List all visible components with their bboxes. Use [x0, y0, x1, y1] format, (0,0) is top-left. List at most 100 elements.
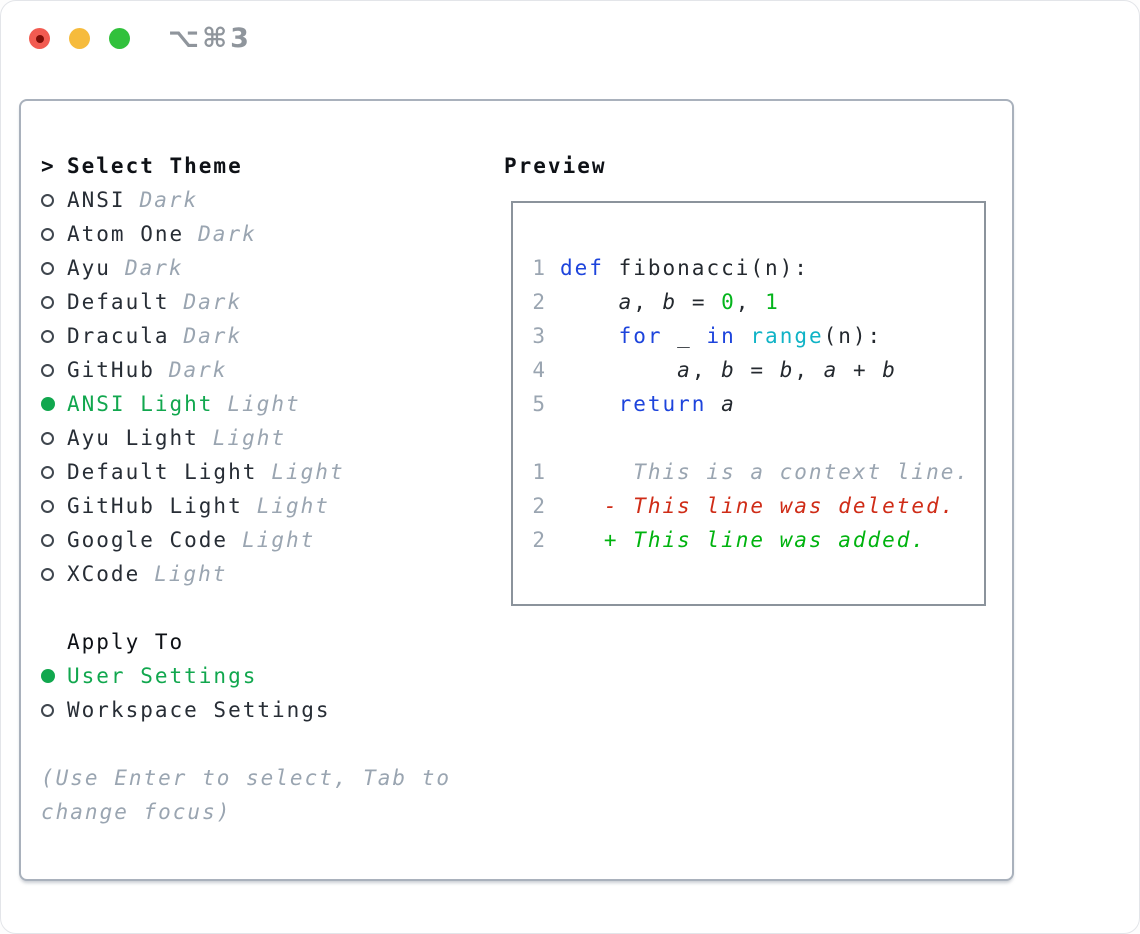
option-label: Google Code: [67, 528, 229, 552]
spacer: [41, 591, 481, 625]
theme-option[interactable]: XCode Light: [41, 557, 481, 591]
line-number: 5: [532, 392, 547, 416]
titlebar: ⌥⌘3: [1, 1, 1139, 77]
code-segment: ,: [691, 358, 722, 382]
theme-variant-tag: Light: [212, 426, 287, 450]
unsaved-dot-icon: [35, 34, 44, 43]
option-label: Workspace Settings: [67, 698, 331, 722]
help-text-line-2: change focus): [41, 800, 232, 824]
code-segment: =: [677, 290, 722, 314]
select-theme-title: Select Theme: [67, 154, 243, 178]
spacer: [41, 727, 481, 761]
theme-variant-tag: Light: [227, 392, 301, 416]
apply-to-option[interactable]: Workspace Settings: [41, 693, 481, 727]
radio-unselected-icon: [41, 363, 54, 377]
option-label: Ayu Light: [67, 426, 199, 450]
radio-unselected-icon: [41, 499, 54, 513]
option-label: ANSI: [67, 188, 126, 212]
code-segment: in: [706, 324, 736, 348]
option-label: Default Light: [67, 460, 258, 484]
option-label: GitHub: [67, 358, 155, 382]
theme-variant-tag: Dark: [183, 324, 243, 348]
theme-variant-tag: Dark: [139, 188, 199, 212]
code-segment: range: [750, 324, 824, 348]
option-label: XCode: [67, 562, 141, 586]
code-line: 2 - This line was deleted.: [531, 489, 984, 523]
zoom-button[interactable]: [109, 28, 130, 49]
radio-unselected-icon: [41, 533, 54, 547]
radio-selected-icon: [41, 669, 55, 683]
option-label: Atom One: [67, 222, 185, 246]
code-segment: a: [677, 358, 692, 382]
preview-title: Preview: [504, 154, 607, 178]
theme-variant-tag: Light: [154, 562, 228, 586]
line-number: 2: [532, 290, 547, 314]
radio-unselected-icon: [41, 431, 54, 445]
code-segment: 1: [765, 290, 780, 314]
code-segment: ,: [735, 290, 766, 314]
option-label: GitHub Light: [67, 494, 243, 518]
code-segment: 0: [721, 290, 736, 314]
line-number: 2: [532, 528, 547, 552]
code-line: 1 This is a context line.: [531, 455, 984, 489]
radio-selected-icon: [41, 397, 55, 411]
theme-variant-tag: Dark: [124, 256, 184, 280]
code-line: 2 a, b = 0, 1: [531, 285, 984, 319]
code-segment: b: [662, 290, 678, 314]
minimize-button[interactable]: [69, 28, 90, 49]
code-line: 5 return a: [531, 387, 984, 421]
code-segment: [560, 358, 677, 382]
code-segment: + This line was added.: [560, 528, 927, 552]
code-segment: [560, 290, 619, 314]
theme-variant-tag: Light: [256, 494, 330, 518]
help-text-line-1: (Use Enter to select, Tab to: [41, 766, 452, 790]
code-segment: =: [735, 358, 780, 382]
radio-unselected-icon: [41, 261, 54, 275]
line-number: 1: [532, 460, 547, 484]
theme-variant-tag: Light: [242, 528, 316, 552]
line-number: 2: [532, 494, 547, 518]
code-segment: for: [618, 324, 663, 348]
code-line: 3 for _ in range(n):: [531, 319, 984, 353]
code-line: [531, 421, 984, 455]
theme-variant-tag: Dark: [183, 290, 243, 314]
option-label: Dracula: [67, 324, 170, 348]
option-label: User Settings: [67, 664, 258, 688]
select-theme-header: > Select Theme: [41, 149, 481, 183]
code-segment: [560, 324, 619, 348]
line-number: 1: [532, 256, 547, 280]
code-segment: This is a context line.: [560, 460, 971, 484]
apply-to-option[interactable]: User Settings: [41, 659, 481, 693]
close-button[interactable]: [29, 28, 50, 49]
code-segment: (n):: [823, 324, 883, 348]
theme-option[interactable]: ANSI Dark: [41, 183, 481, 217]
theme-option[interactable]: Ayu Light Light: [41, 421, 481, 455]
code-segment: [706, 392, 721, 416]
line-number: 3: [532, 324, 547, 348]
theme-option[interactable]: Google Code Light: [41, 523, 481, 557]
code-segment: return: [618, 392, 707, 416]
theme-option[interactable]: Ayu Dark: [41, 251, 481, 285]
radio-unselected-icon: [41, 567, 54, 581]
theme-option[interactable]: Dracula Dark: [41, 319, 481, 353]
code-segment: a: [721, 392, 736, 416]
code-segment: [560, 392, 619, 416]
apply-to-header: Apply To: [41, 625, 481, 659]
radio-unselected-icon: [41, 329, 54, 343]
theme-option[interactable]: GitHub Light Light: [41, 489, 481, 523]
code-segment: def: [560, 256, 604, 280]
option-label: Ayu: [67, 256, 111, 280]
